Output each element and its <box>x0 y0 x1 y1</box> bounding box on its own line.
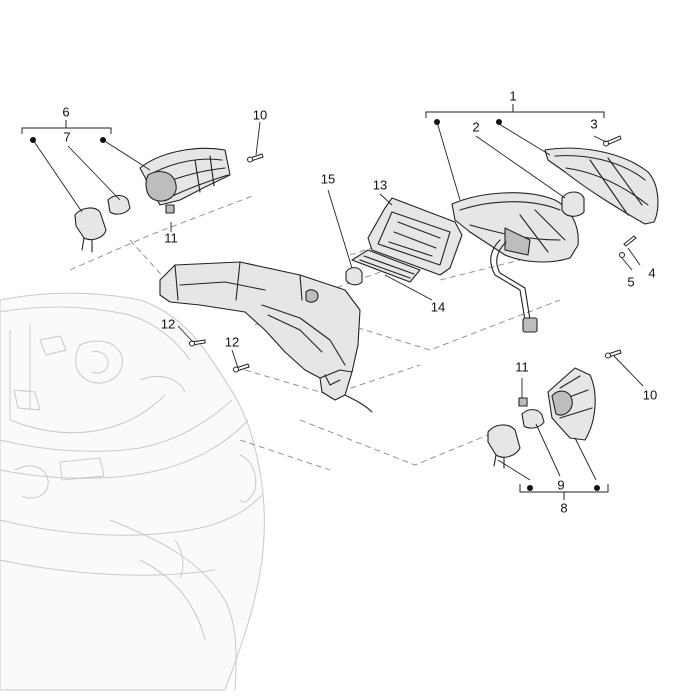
group-bracket-1 <box>425 104 605 125</box>
license-plate-light-housing <box>367 197 463 276</box>
right-clip <box>518 397 528 407</box>
bracket-screw-lower <box>233 363 250 373</box>
part-label-3: 3 <box>590 116 597 131</box>
tail-light-body <box>451 192 579 263</box>
bracket-screw-upper <box>189 339 206 347</box>
left-screw <box>247 153 264 163</box>
part-label-12-upper: 12 <box>161 316 175 331</box>
license-plate-lens <box>351 249 421 283</box>
left-turn-signal-lens <box>139 147 231 206</box>
part-label-6: 6 <box>62 104 69 119</box>
part-label-9: 9 <box>557 477 564 492</box>
right-bulb <box>521 409 545 429</box>
left-bulb-socket <box>74 207 107 253</box>
part-label-12-lower: 12 <box>225 334 239 349</box>
part-label-7: 7 <box>63 129 70 144</box>
scooter-rear-body-outline <box>0 292 265 691</box>
part-number-labels: 1 2 3 4 5 6 7 8 9 10 10 11 11 12 12 13 1… <box>62 88 657 515</box>
tail-light-lens <box>544 147 659 225</box>
left-clip <box>165 204 175 214</box>
license-light-bulb <box>345 267 363 286</box>
group-bracket-6 <box>21 120 112 143</box>
part-label-5: 5 <box>627 274 634 289</box>
tail-light-fastener <box>619 235 637 258</box>
part-label-10-left: 10 <box>253 107 267 122</box>
part-label-1: 1 <box>509 88 516 103</box>
rear-light-mounting-bracket <box>159 261 373 413</box>
part-label-15: 15 <box>321 171 335 186</box>
part-label-8: 8 <box>560 500 567 515</box>
part-label-4: 4 <box>648 265 655 280</box>
tail-light-bulb <box>561 191 585 217</box>
right-screw <box>605 349 622 359</box>
part-label-14: 14 <box>431 299 445 314</box>
right-turn-signal-lens <box>547 367 596 441</box>
part-label-13: 13 <box>373 177 387 192</box>
right-bulb-socket <box>487 424 521 469</box>
tail-light-wiring <box>490 239 538 333</box>
part-label-2: 2 <box>472 119 479 134</box>
leader-lines <box>32 121 644 481</box>
part-label-10-right: 10 <box>643 387 657 402</box>
part-label-11-right: 11 <box>515 359 529 374</box>
part-label-11-left: 11 <box>164 230 178 245</box>
tail-light-screw <box>603 135 622 147</box>
group-bracket-8 <box>519 484 609 500</box>
left-bulb <box>107 194 131 215</box>
